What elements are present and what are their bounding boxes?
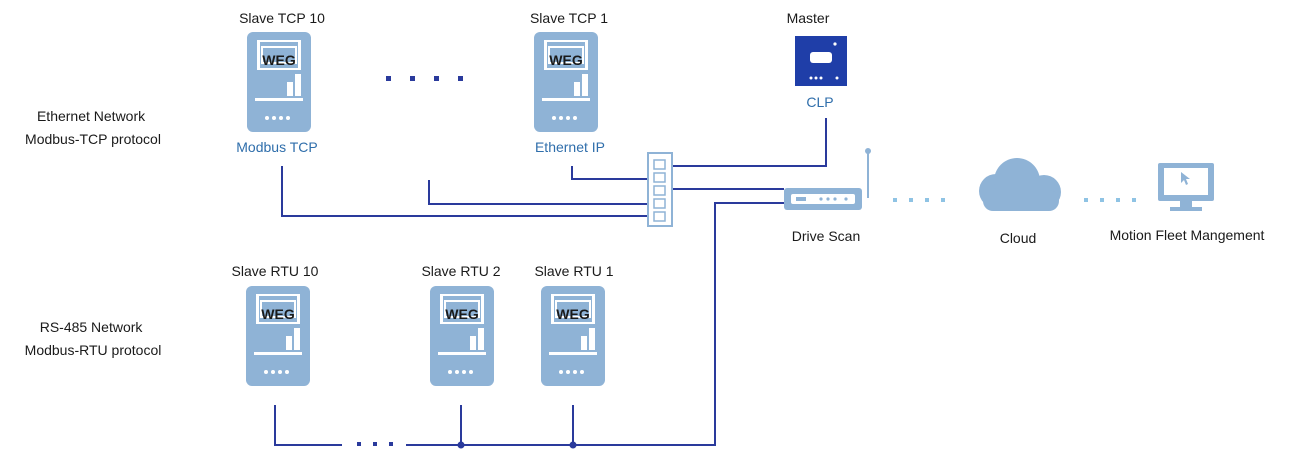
monitor-icon — [1158, 163, 1214, 211]
slave-rtu-2-title: Slave RTU 2 — [421, 263, 500, 279]
rs485-continuation-dots — [357, 442, 393, 446]
cloud-title: Cloud — [1000, 230, 1037, 246]
drive-scan-router-icon — [784, 148, 871, 210]
slave-tcp-1-caption: Ethernet IP — [535, 139, 605, 155]
slave-rtu-1-drive-icon — [541, 286, 605, 386]
tcp-continuation-dots — [386, 76, 463, 81]
master-title: Master — [787, 10, 830, 26]
slave-rtu-1-logo: WEG — [556, 306, 590, 322]
slave-rtu-10-logo: WEG — [261, 306, 295, 322]
slave-tcp-10-title: Slave TCP 10 — [239, 10, 325, 26]
slave-tcp-10-drive-icon — [247, 32, 311, 132]
slave-tcp-10-logo: WEG — [262, 52, 296, 68]
slave-tcp-1-logo: WEG — [549, 52, 583, 68]
drive-scan-title: Drive Scan — [792, 228, 860, 244]
network-switch-icon — [647, 152, 673, 227]
slave-tcp-10-caption: Modbus TCP — [236, 139, 317, 155]
slave-tcp-1-title: Slave TCP 1 — [530, 10, 608, 26]
cloud-icon — [979, 158, 1061, 211]
slave-rtu-2-logo: WEG — [445, 306, 479, 322]
slave-rtu-1-title: Slave RTU 1 — [534, 263, 613, 279]
master-caption: CLP — [806, 94, 833, 110]
motion-fleet-title: Motion Fleet Mangement — [1110, 227, 1265, 243]
rs485-network-label: RS-485 Network Modbus-RTU protocol — [25, 319, 162, 358]
slave-rtu-2-drive-icon — [430, 286, 494, 386]
cloud-to-monitor-dots — [1084, 198, 1136, 202]
slave-rtu-10-title: Slave RTU 10 — [232, 263, 319, 279]
router-to-cloud-dots — [893, 198, 945, 202]
ethernet-wiring — [281, 118, 827, 217]
rs485-wiring — [274, 202, 784, 449]
ethernet-network-label: Ethernet Network Modbus-TCP protocol — [25, 108, 161, 147]
slave-tcp-1-drive-icon — [534, 32, 598, 132]
master-plc-icon — [795, 36, 847, 86]
slave-rtu-10-drive-icon — [246, 286, 310, 386]
